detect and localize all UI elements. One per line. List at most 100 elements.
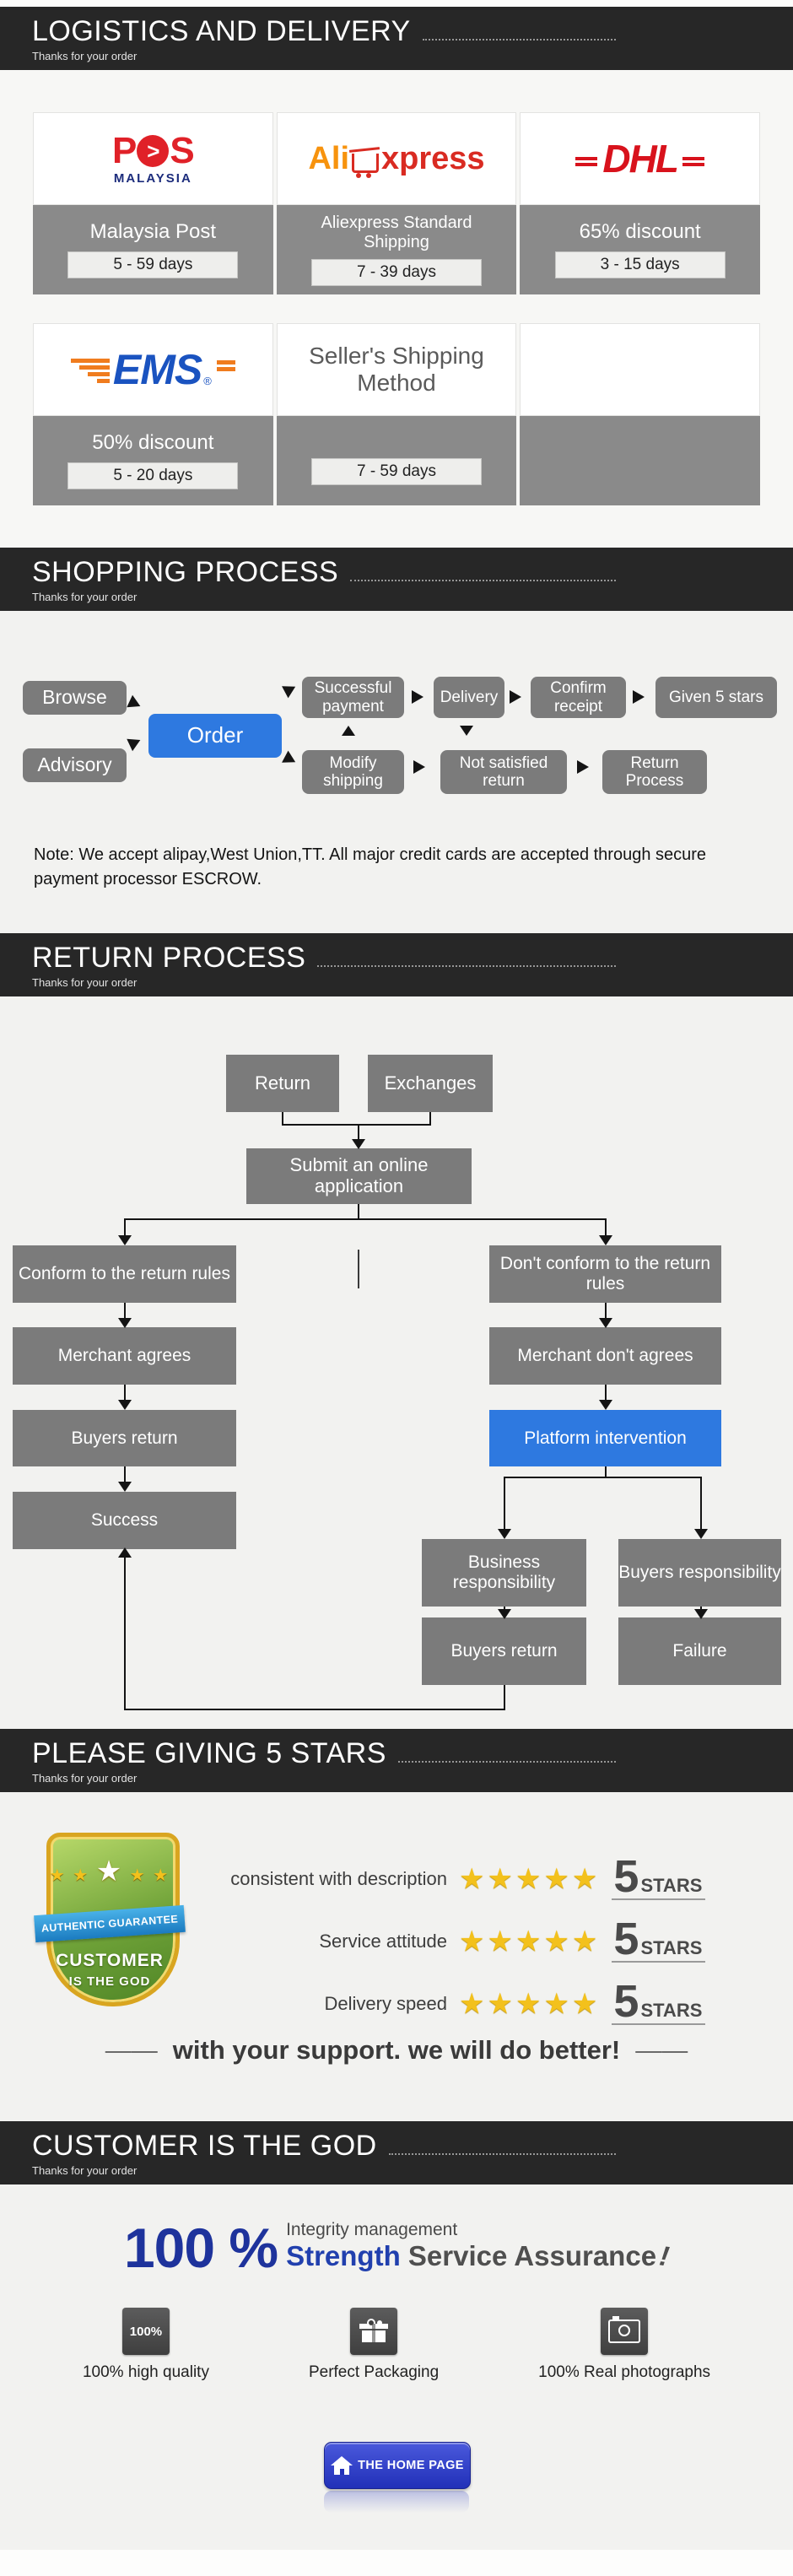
connector-line bbox=[504, 1477, 702, 1478]
section-title: RETURN PROCESS bbox=[32, 942, 306, 974]
dhl-wordmark: DHL bbox=[602, 137, 679, 181]
rating-row-description: consistent with description ★★★★★ 5 STAR… bbox=[198, 1851, 763, 1902]
express-text: xpress bbox=[381, 141, 485, 176]
badge-god-text: IS THE GOD bbox=[68, 1974, 151, 1989]
pos-malaysia-wordmark: MALAYSIA bbox=[113, 170, 192, 186]
connector-line bbox=[504, 1477, 505, 1529]
slogan-text: with your support. we will do better! bbox=[172, 2035, 621, 2065]
connector-line bbox=[282, 1112, 283, 1126]
section-header-shopping: SHOPPING PROCESS Thanks for your order bbox=[0, 548, 793, 611]
logistics-section: P>S MALAYSIA Malaysia Post 5 - 59 days A… bbox=[0, 70, 793, 548]
carrier-table: P>S MALAYSIA Malaysia Post 5 - 59 days A… bbox=[33, 112, 760, 505]
delivery-days-badge: 7 - 59 days bbox=[310, 458, 482, 485]
seller-method-text: Seller's Shipping Method bbox=[309, 342, 484, 396]
flow-node-delivery: Delivery bbox=[434, 677, 504, 718]
dotted-rule bbox=[388, 2153, 616, 2155]
flow-node-dont-conform-rules: Don't conform to the return rules bbox=[489, 1245, 721, 1303]
ems-equals-icon bbox=[216, 360, 235, 365]
camera-icon bbox=[601, 2308, 649, 2355]
service-assurance-text: Service Assurance bbox=[400, 2240, 657, 2272]
gift-icon bbox=[350, 2308, 398, 2355]
arrow-to-buyers-responsibility bbox=[694, 1529, 708, 1539]
arrow-buyersreturn-to-success bbox=[118, 1482, 132, 1492]
section-subtitle: Thanks for your order bbox=[32, 976, 138, 989]
arrow-to-conform bbox=[118, 1235, 132, 1245]
arrow-notsatisfied-to-returnprocess bbox=[577, 760, 589, 774]
strength-text: Strength bbox=[286, 2240, 401, 2272]
flow-node-successful-payment: Successful payment bbox=[302, 677, 404, 718]
carrier-cell-dhl: DHL 65% discount 3 - 15 days bbox=[520, 112, 760, 294]
arrow-to-submit bbox=[352, 1139, 365, 1149]
connector-line bbox=[358, 1204, 359, 1219]
loop-line bbox=[504, 1685, 505, 1710]
empty-info-area bbox=[520, 416, 760, 505]
rating-label: Delivery speed bbox=[324, 1992, 447, 2014]
dhl-stripes-right-icon bbox=[682, 157, 704, 160]
dhl-stripes-left-icon bbox=[575, 157, 598, 160]
connector-line bbox=[358, 1124, 359, 1142]
connector-line bbox=[605, 1385, 607, 1401]
guarantee-section: 100 % Integrity management Strength Serv… bbox=[0, 2184, 793, 2550]
home-button-label: THE HOME PAGE bbox=[358, 2459, 464, 2472]
score-unit: STARS bbox=[640, 1874, 703, 1896]
badge-100-text: 100% bbox=[129, 2324, 163, 2339]
arrow-modify-to-notsatisfied bbox=[413, 760, 425, 774]
payment-note-text: Note: We accept alipay,West Union,TT. Al… bbox=[34, 845, 707, 888]
flow-node-conform-rules: Conform to the return rules bbox=[13, 1245, 236, 1303]
carrier-info: Malaysia Post 5 - 59 days bbox=[33, 205, 273, 294]
big-star: ★ bbox=[95, 1855, 124, 1887]
score-unit: STARS bbox=[640, 1999, 703, 2021]
section-subtitle: Thanks for your order bbox=[32, 1772, 138, 1785]
flow-node-modify-shipping: Modify shipping bbox=[302, 750, 404, 794]
carrier-info: Aliexpress Standard Shipping 7 - 39 days bbox=[276, 205, 517, 294]
section-header-return: RETURN PROCESS Thanks for your order bbox=[0, 933, 793, 996]
flow-node-not-satisfied-return: Not satisfied return bbox=[440, 750, 567, 794]
feature-label: Perfect Packaging bbox=[308, 2363, 440, 2381]
rating-score: 5 STARS bbox=[612, 1979, 706, 2025]
feature-label: 100% high quality bbox=[82, 2363, 209, 2381]
feature-row: 100% 100% high quality Perfect Packaging… bbox=[0, 2308, 793, 2382]
pos-logo-icon: P>S bbox=[112, 132, 195, 170]
pos-chevron-icon: > bbox=[137, 134, 170, 167]
flow-node-return-process: Return Process bbox=[602, 750, 707, 794]
support-slogan: ——with your support. we will do better!—… bbox=[0, 2035, 793, 2066]
carrier-info: 65% discount 3 - 15 days bbox=[520, 205, 760, 294]
rating-row-delivery: Delivery speed ★★★★★ 5 STARS bbox=[198, 1979, 763, 2025]
carrier-name: 50% discount bbox=[92, 431, 214, 455]
arrow-to-business-responsibility bbox=[498, 1529, 511, 1539]
delivery-days-badge: 5 - 59 days bbox=[67, 251, 239, 278]
section-subtitle: Thanks for your order bbox=[32, 2164, 138, 2177]
flow-node-merchant-dont-agrees: Merchant don't agrees bbox=[489, 1327, 721, 1385]
home-page-button[interactable]: THE HOME PAGE bbox=[324, 2442, 471, 2489]
connector-line bbox=[700, 1607, 702, 1611]
rating-label: Service attitude bbox=[319, 1930, 447, 1952]
rating-score: 5 STARS bbox=[612, 1851, 706, 1902]
delivery-days-badge: 7 - 39 days bbox=[310, 258, 482, 286]
aliexpress-wordmark: Ali xpress bbox=[308, 141, 485, 178]
connector-line bbox=[504, 1607, 505, 1611]
flow-node-merchant-agrees: Merchant agrees bbox=[13, 1327, 236, 1385]
arrow-loop-to-success bbox=[118, 1547, 132, 1558]
section-title: SHOPPING PROCESS bbox=[32, 556, 339, 588]
exclamation-text: ! bbox=[657, 2239, 672, 2272]
ems-wordmark: EMS bbox=[112, 346, 202, 393]
arrow-advisory-to-order bbox=[127, 733, 143, 752]
carrier-name: Malaysia Post bbox=[89, 220, 217, 244]
feature-high-quality: 100% 100% high quality bbox=[83, 2308, 209, 2382]
connector-line bbox=[124, 1218, 126, 1237]
carrier-cell-aliexpress: Ali xpress Aliexpress Standard Shipping … bbox=[276, 112, 517, 294]
carrier-cell-empty bbox=[520, 323, 760, 505]
flow-node-confirm-receipt: Confirm receipt bbox=[531, 677, 626, 718]
top-spacer bbox=[0, 0, 793, 7]
carrier-name: 65% discount bbox=[579, 220, 701, 244]
section-header-logistics: LOGISTICS AND DELIVERY Thanks for your o… bbox=[0, 7, 793, 70]
score-number: 5 bbox=[613, 1851, 639, 1902]
flow-node-business-responsibility: Business responsibility bbox=[422, 1539, 586, 1607]
arrow-delivery-to-confirm bbox=[510, 690, 521, 704]
arrow-payment-to-delivery bbox=[412, 690, 423, 704]
connector-line bbox=[605, 1218, 607, 1237]
section-subtitle: Thanks for your order bbox=[32, 591, 138, 603]
ali-text: Ali bbox=[308, 141, 349, 176]
five-stars-icon: ★★★★★ bbox=[459, 1862, 601, 1895]
loop-line bbox=[124, 1709, 505, 1710]
